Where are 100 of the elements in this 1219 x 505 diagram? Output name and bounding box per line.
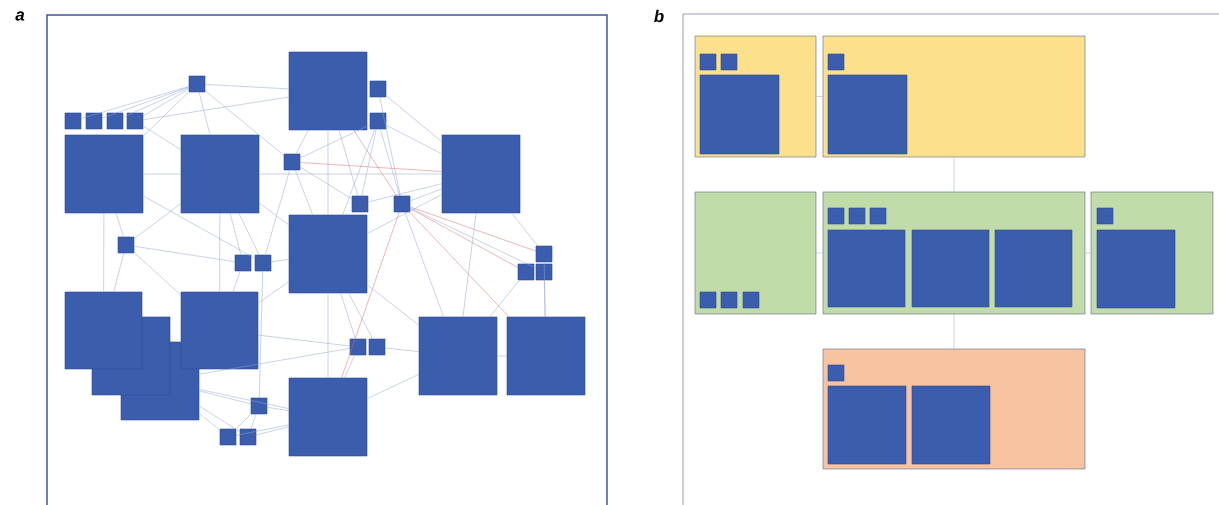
connector-line (386, 95, 442, 142)
panel-letter: a (15, 11, 25, 21)
square (126, 112, 144, 130)
square (720, 53, 738, 71)
square (288, 214, 368, 294)
square (911, 385, 991, 465)
connector-line (102, 86, 189, 119)
connector-line (368, 183, 442, 203)
connector-line (143, 125, 181, 150)
connector-line (198, 92, 211, 135)
connector-line (380, 129, 400, 196)
connector-line (344, 355, 355, 378)
square (827, 364, 845, 382)
connector-line (379, 97, 401, 196)
connector-line (300, 124, 370, 159)
connector-line (385, 347, 419, 352)
connector-line (410, 208, 518, 268)
connector-line (199, 413, 220, 431)
connector-line (143, 96, 289, 120)
square (911, 229, 990, 308)
connector-line (265, 170, 290, 255)
square (393, 195, 411, 213)
square (827, 229, 906, 308)
square (827, 207, 845, 225)
square (234, 254, 252, 272)
connector-line (81, 86, 189, 119)
connector-line (219, 213, 221, 292)
group-panel (694, 191, 817, 315)
connector-line (143, 88, 189, 117)
connector-line (143, 195, 255, 259)
connector-line (295, 130, 309, 154)
square (994, 229, 1073, 308)
square (349, 338, 367, 356)
connector-line (134, 203, 181, 239)
square (720, 291, 738, 309)
connector-line (199, 348, 350, 375)
square (117, 236, 135, 254)
connector-line (816, 96, 823, 97)
connector-line (340, 293, 356, 339)
connector-line (229, 213, 242, 255)
connector-line (256, 426, 289, 436)
connector-line (361, 129, 377, 196)
connector-line (134, 252, 181, 296)
square (64, 112, 82, 130)
square (699, 291, 717, 309)
connector-line (342, 129, 376, 215)
connector-line (462, 213, 477, 317)
connector-line (250, 414, 257, 429)
square (239, 428, 257, 446)
square (180, 134, 260, 214)
connector-line (205, 84, 289, 90)
square (1096, 207, 1114, 225)
connector-line (300, 162, 442, 172)
square (418, 316, 498, 396)
connector-line (143, 91, 189, 137)
panel-letter: b (654, 9, 664, 23)
square (369, 80, 387, 98)
connector-line (134, 246, 235, 262)
connector-line (267, 407, 289, 411)
square (368, 338, 386, 356)
connector-line (367, 374, 419, 399)
connector-line (410, 188, 442, 202)
square (250, 397, 268, 415)
connector-line (489, 280, 520, 317)
connector-line (199, 390, 251, 405)
connector-line (258, 334, 350, 347)
connector-line (258, 281, 289, 304)
square (254, 254, 272, 272)
square (1096, 229, 1176, 309)
square (188, 75, 206, 93)
square (106, 112, 124, 130)
square (535, 245, 553, 263)
connector-line (236, 424, 289, 436)
square (369, 112, 387, 130)
square (85, 112, 103, 130)
connector-line (300, 166, 352, 200)
connector-line (115, 213, 124, 237)
square (699, 53, 717, 71)
connector-line (511, 213, 538, 246)
connector-line (271, 259, 289, 263)
connector-line (236, 414, 251, 429)
connector-line (199, 389, 289, 409)
connector-line (199, 405, 240, 432)
connector-line (123, 87, 189, 118)
square (288, 51, 368, 131)
connector-line (367, 194, 442, 234)
square (64, 134, 144, 214)
connector-line (367, 284, 419, 326)
connector-line (410, 206, 536, 252)
connector-line (341, 212, 400, 378)
square (848, 207, 866, 225)
connector-line (348, 293, 373, 339)
square (288, 377, 368, 457)
square (742, 291, 760, 309)
connector-line (295, 170, 313, 215)
connector-line (259, 202, 289, 226)
square (869, 207, 887, 225)
square (64, 291, 143, 370)
connector-line (259, 271, 264, 398)
connector-line (238, 213, 260, 255)
